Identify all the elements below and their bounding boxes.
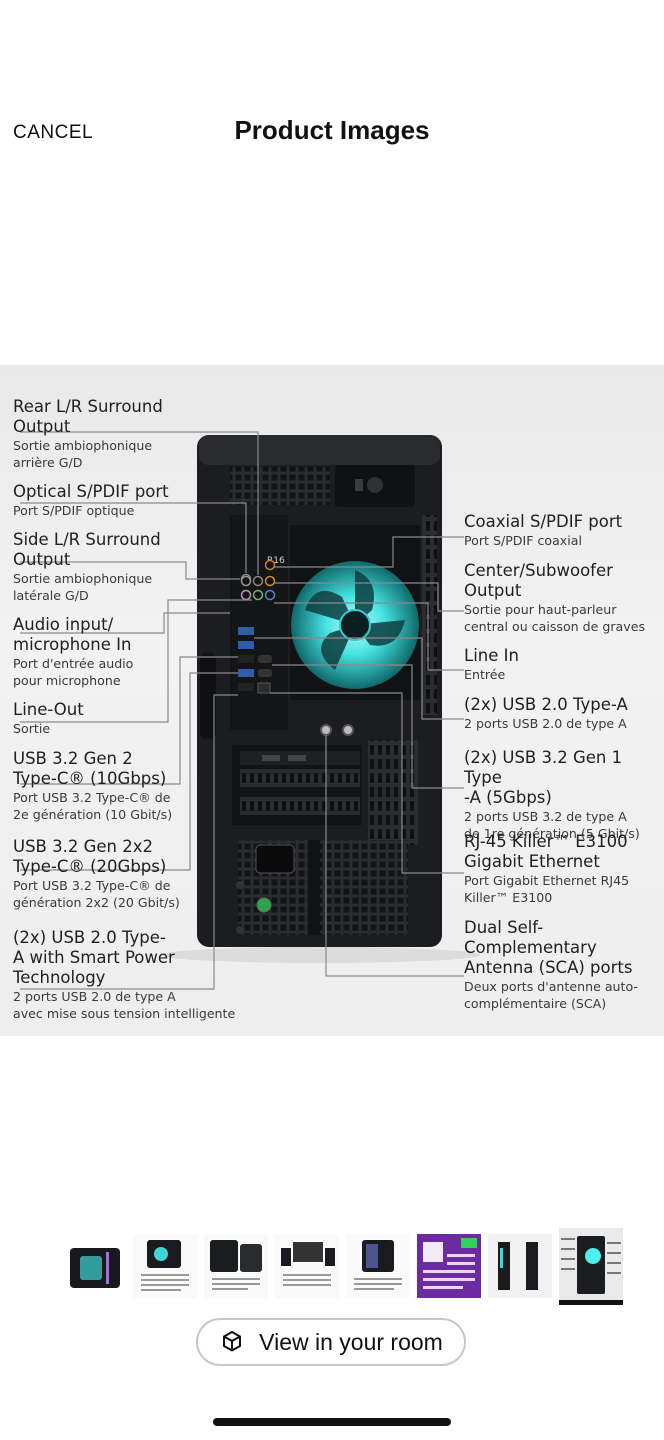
label-rj45-ethernet: RJ-45 Killer™ E3100 Gigabit Ethernet Por… xyxy=(464,832,630,905)
thumbnail-3[interactable] xyxy=(204,1234,268,1298)
label-audio-input: Audio input/ microphone In Port d'entrée… xyxy=(13,615,134,688)
label-antenna-ports: Dual Self- Complementary Antenna (SCA) p… xyxy=(464,918,638,1011)
page-title: Product Images xyxy=(234,115,430,145)
label-usb-gen1-typea: (2x) USB 3.2 Gen 1 Type -A (5Gbps) 2 por… xyxy=(464,748,640,841)
thumbnail-7[interactable] xyxy=(488,1234,552,1298)
label-line-in: Line In Entrée xyxy=(464,646,519,682)
view-in-room-button[interactable]: View in your room xyxy=(196,1318,466,1366)
label-optical-spdif: Optical S/PDIF port Port S/PDIF optique xyxy=(13,482,169,518)
label-coaxial-spdif: Coaxial S/PDIF port Port S/PDIF coaxial xyxy=(464,512,623,548)
thumbnail-1[interactable] xyxy=(62,1234,126,1298)
thumbnail-6[interactable] xyxy=(417,1234,481,1298)
view-in-room-label: View in your room xyxy=(259,1328,443,1355)
svg-text:R16: R16 xyxy=(267,556,285,566)
label-rear-surround: Rear L/R Surround Output Sortie ambiopho… xyxy=(13,397,163,470)
thumbnail-4[interactable] xyxy=(275,1234,339,1298)
thumbnail-5[interactable] xyxy=(346,1234,410,1298)
label-usb2-typea: (2x) USB 2.0 Type-A 2 ports USB 2.0 de t… xyxy=(464,695,628,731)
pc-rear-illustration: R16 xyxy=(20,431,480,990)
header: CANCEL Product Images xyxy=(0,0,664,200)
cancel-button[interactable]: CANCEL xyxy=(13,122,94,143)
thumbnail-8-selected[interactable] xyxy=(559,1228,623,1305)
thumbnail-strip xyxy=(62,1228,632,1306)
ar-cube-icon xyxy=(223,1331,242,1352)
home-indicator xyxy=(213,1418,451,1426)
label-usb-gen2x2-typec: USB 3.2 Gen 2x2 Type-C® (20Gbps) Port US… xyxy=(13,837,180,910)
product-image[interactable]: R16 xyxy=(0,365,664,1036)
label-usb2-smart-power: (2x) USB 2.0 Type- A with Smart Power Te… xyxy=(13,928,236,1021)
thumbnail-2[interactable] xyxy=(133,1234,197,1298)
label-center-subwoofer: Center/Subwoofer Output Sortie pour haut… xyxy=(464,561,646,634)
label-side-surround: Side L/R Surround Output Sortie ambiopho… xyxy=(13,530,161,603)
label-line-out: Line-Out Sortie xyxy=(13,700,84,736)
label-usb-gen2-typec: USB 3.2 Gen 2 Type-C® (10Gbps) Port USB … xyxy=(13,749,173,822)
